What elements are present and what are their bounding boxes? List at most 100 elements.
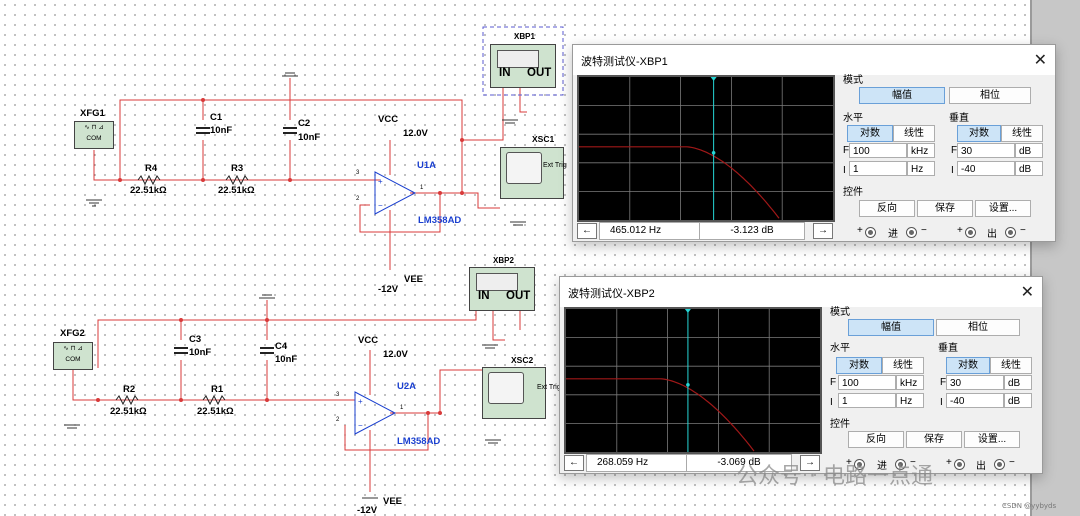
bode2-title: 波特测试仪-XBP2: [568, 288, 655, 300]
bode1-controls-label: 控件: [843, 187, 863, 198]
bode1-out-label: 出: [987, 229, 997, 240]
bode2-titlebar[interactable]: 波特测试仪-XBP2 ✕: [560, 277, 1042, 307]
bode2-out-label: 出: [976, 461, 986, 472]
bode2-hF-label: F: [830, 377, 837, 388]
bode-window-1[interactable]: 波特测试仪-XBP1 ✕ ← 465.012 Hz -3.123 dB → 模式…: [572, 44, 1056, 242]
magnitude-curve: [566, 378, 755, 452]
xbp1-label: XBP1: [514, 32, 535, 41]
bode1-v-log-button[interactable]: 对数: [957, 125, 1001, 142]
bode2-in-plus-radio[interactable]: [854, 459, 865, 470]
r3-value: 22.51kΩ: [218, 185, 255, 196]
bode1-in-label: IN: [499, 67, 511, 79]
u1-pin1: 1: [420, 185, 424, 191]
wire-top-feedback: [119, 99, 463, 193]
bode2-gain-readout: -3.069 dB: [686, 454, 792, 472]
bode1-v-final-unit[interactable]: dB: [1015, 143, 1043, 158]
bode2-close-icon[interactable]: ✕: [1020, 284, 1034, 301]
bode2-out-plus: +: [946, 457, 952, 468]
function-generator-1[interactable]: ∿ ⊓ ⊿COM: [74, 121, 114, 149]
bode1-settings-button[interactable]: 设置...: [975, 200, 1031, 217]
bode2-v-log-button[interactable]: 对数: [946, 357, 990, 374]
u2-part: LM358AD: [397, 436, 441, 447]
bode2-v-final-unit[interactable]: dB: [1004, 375, 1032, 390]
bode1-cursor-right-button[interactable]: →: [813, 223, 833, 239]
bode2-settings-button[interactable]: 设置...: [964, 431, 1020, 448]
bode1-h-lin-button[interactable]: 线性: [893, 125, 935, 142]
bode1-out-minus-radio[interactable]: [1005, 227, 1016, 238]
bode1-save-button[interactable]: 保存: [917, 200, 973, 217]
svg-text:−: −: [358, 421, 363, 430]
bode1-title: 波特测试仪-XBP1: [581, 56, 668, 68]
bode1-close-icon[interactable]: ✕: [1033, 52, 1047, 69]
bode2-in-minus-radio[interactable]: [895, 459, 906, 470]
bode2-out-plus-radio[interactable]: [954, 459, 965, 470]
bode1-out-minus: −: [1020, 225, 1026, 236]
bode2-phase-button[interactable]: 相位: [936, 319, 1020, 336]
bode2-cursor-left-button[interactable]: ←: [564, 455, 584, 471]
xsc2-label: XSC2: [511, 355, 534, 365]
bode1-h-initial-input[interactable]: 1: [849, 161, 907, 176]
bode2-h-initial-unit[interactable]: Hz: [896, 393, 924, 408]
bode2-v-initial-input[interactable]: -40: [946, 393, 1004, 408]
fg2-label: XFG2: [60, 328, 85, 339]
bode1-in-plus-radio[interactable]: [865, 227, 876, 238]
bode1-h-final-input[interactable]: 100: [849, 143, 907, 158]
vee2-label: VEE: [383, 496, 403, 507]
oscilloscope-1-icon[interactable]: Ext Trig: [500, 147, 567, 199]
c1-label: C1: [210, 112, 223, 123]
bode1-in-minus-radio[interactable]: [906, 227, 917, 238]
bode-window-2[interactable]: 波特测试仪-XBP2 ✕ ← 268.059 Hz -3.069 dB → 模式…: [559, 276, 1043, 474]
cursor-handle-icon: [710, 77, 717, 81]
bode1-reverse-button[interactable]: 反向: [859, 200, 915, 217]
bode1-hF-label: F: [843, 145, 850, 156]
bode1-plot-area[interactable]: [577, 75, 835, 222]
u2-pin2: 2: [336, 417, 340, 423]
bode2-cursor-right-button[interactable]: →: [800, 455, 820, 471]
bode1-in-plus: +: [857, 225, 863, 236]
bode1-h-initial-unit[interactable]: Hz: [907, 161, 935, 176]
bode1-mini-screen: [497, 50, 539, 68]
opamp-u2-body: [354, 391, 397, 435]
bode1-h-final-unit[interactable]: kHz: [907, 143, 935, 158]
bode1-magnitude-button[interactable]: 幅值: [859, 87, 945, 104]
bode2-v-initial-unit[interactable]: dB: [1004, 393, 1032, 408]
wire-top-input: [93, 150, 380, 181]
bode1-v-initial-input[interactable]: -40: [957, 161, 1015, 176]
bode2-v-lin-button[interactable]: 线性: [990, 357, 1032, 374]
r1-value: 22.51kΩ: [197, 406, 234, 417]
r1-label: R1: [211, 384, 224, 395]
c4-value: 10nF: [275, 354, 298, 365]
bode1-v-initial-unit[interactable]: dB: [1015, 161, 1043, 176]
bode2-magnitude-button[interactable]: 幅值: [848, 319, 934, 336]
bode2-h-lin-button[interactable]: 线性: [882, 357, 924, 374]
bode1-titlebar[interactable]: 波特测试仪-XBP1 ✕: [573, 45, 1055, 75]
bode2-h-final-input[interactable]: 100: [838, 375, 896, 390]
bode2-h-final-unit[interactable]: kHz: [896, 375, 924, 390]
u1-pin3: 3: [356, 170, 360, 176]
bode1-v-final-input[interactable]: 30: [957, 143, 1015, 158]
function-generator-2[interactable]: ∿ ⊓ ⊿COM: [53, 342, 93, 370]
cursor-marker: [711, 150, 716, 155]
c4-label: C4: [275, 341, 288, 352]
bode2-plot-area[interactable]: [564, 307, 822, 454]
bode-plotter-1-icon[interactable]: IN OUT: [490, 44, 556, 88]
scope2-screen: [488, 372, 524, 404]
bode2-reverse-button[interactable]: 反向: [848, 431, 904, 448]
bode1-v-lin-button[interactable]: 线性: [1001, 125, 1043, 142]
bode2-v-final-input[interactable]: 30: [946, 375, 1004, 390]
bode1-out-plus-radio[interactable]: [965, 227, 976, 238]
bode1-cursor-left-button[interactable]: ←: [577, 223, 597, 239]
bode2-save-button[interactable]: 保存: [906, 431, 962, 448]
bode1-vF-label: F: [951, 145, 958, 156]
watermark-text: 公众号 · 电路一点通: [736, 464, 933, 489]
oscilloscope-2-icon[interactable]: Ext Trig: [482, 367, 561, 419]
bode2-h-initial-input[interactable]: 1: [838, 393, 896, 408]
bode1-phase-button[interactable]: 相位: [949, 87, 1031, 104]
bode-plotter-2-icon[interactable]: IN OUT: [469, 267, 535, 311]
r2-label: R2: [123, 384, 136, 395]
panel-divider[interactable]: [1030, 0, 1032, 516]
bode1-hI-label: I: [843, 165, 846, 176]
bode2-out-minus-radio[interactable]: [994, 459, 1005, 470]
bode1-h-log-button[interactable]: 对数: [847, 125, 893, 142]
bode2-h-log-button[interactable]: 对数: [836, 357, 882, 374]
